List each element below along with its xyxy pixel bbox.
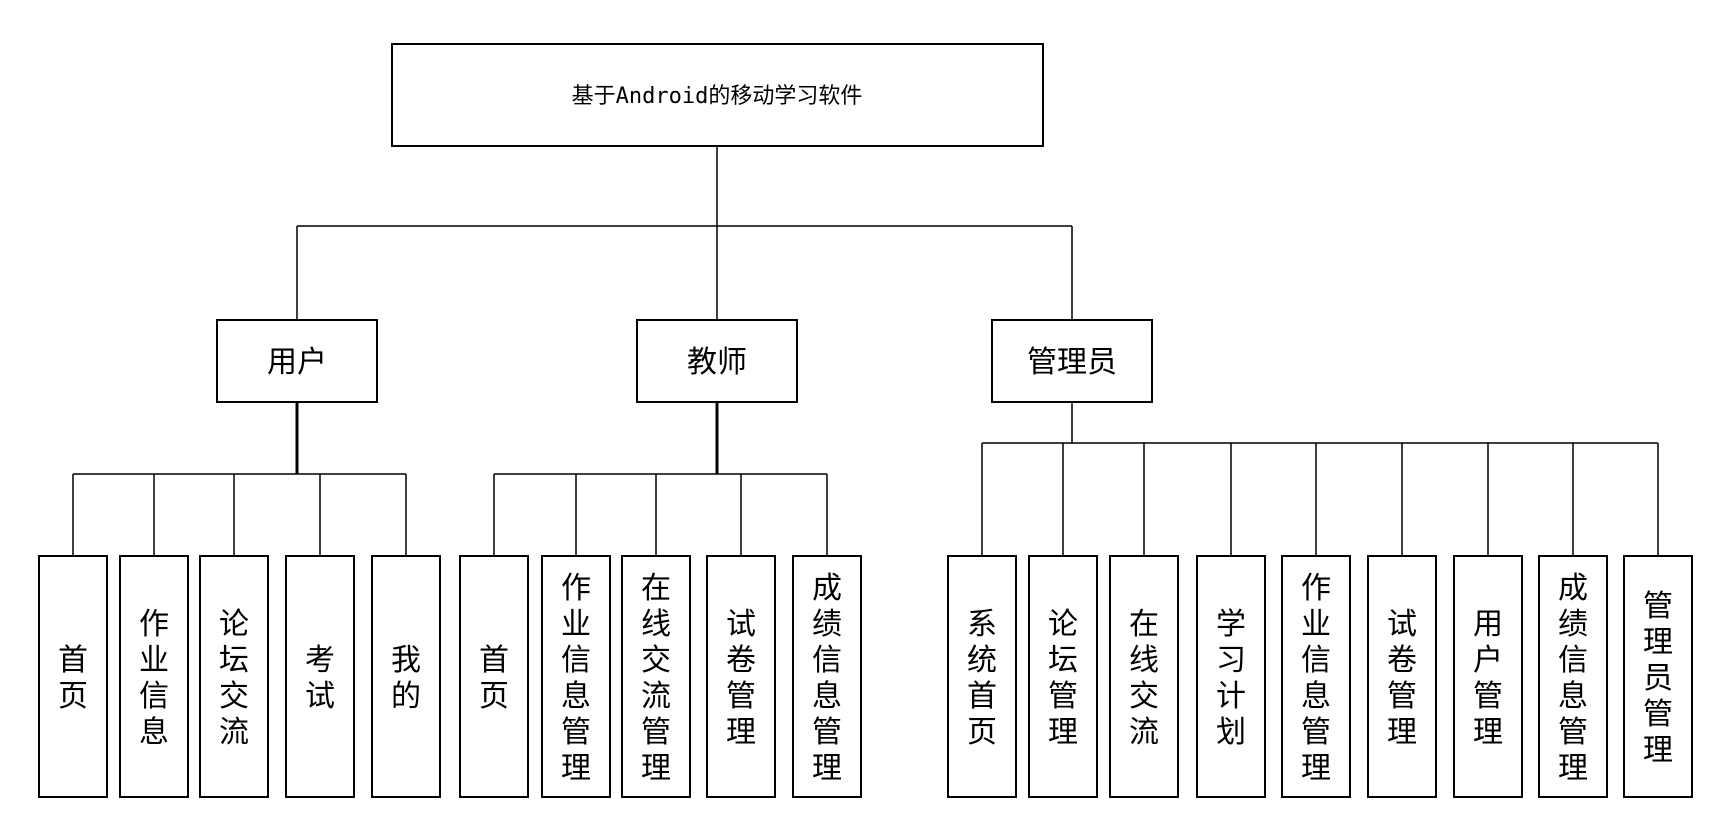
leaf-node-teacher-4: 成绩信息管理 (792, 555, 862, 798)
leaf-node-teacher-2: 在线交流管理 (621, 555, 691, 798)
leaf-node-box (199, 555, 269, 798)
connector-lines (72, 146, 1659, 556)
leaf-node-label: 成绩信息管理 (812, 571, 842, 786)
leaf-node-box (947, 555, 1017, 798)
group-node-user-box (216, 319, 378, 403)
leaf-node-admin-6: 用户管理 (1453, 555, 1523, 798)
leaf-node-admin-5: 试卷管理 (1367, 555, 1437, 798)
leaf-node-label: 系统首页 (967, 607, 997, 750)
leaf-node-admin-4: 作业信息管理 (1281, 555, 1351, 798)
group-node-teacher: 教师 (636, 319, 798, 403)
leaf-node-label: 在线交流 (1129, 607, 1159, 750)
leaf-node-user-3: 考试 (285, 555, 355, 798)
leaf-node-box (1109, 555, 1179, 798)
leaf-node-admin-2: 在线交流 (1109, 555, 1179, 798)
leaf-node-teacher-3: 试卷管理 (706, 555, 776, 798)
leaf-node-box (371, 555, 441, 798)
leaf-node-label: 首页 (58, 643, 88, 714)
group-node-user-label: 用户 (267, 345, 327, 380)
leaf-node-label: 试卷管理 (1387, 607, 1417, 750)
leaf-node-label: 作业信息管理 (1301, 571, 1331, 786)
leaf-node-box (1367, 555, 1437, 798)
leaf-node-user-1: 作业信息 (119, 555, 189, 798)
leaf-node-label: 学习计划 (1216, 607, 1246, 750)
leaf-node-box (1538, 555, 1608, 798)
leaf-node-admin-7: 成绩信息管理 (1538, 555, 1608, 798)
leaf-node-label: 试卷管理 (726, 607, 756, 750)
leaf-nodes: 首页作业信息论坛交流考试我的首页作业信息管理在线交流管理试卷管理成绩信息管理系统… (38, 555, 1693, 798)
leaf-node-admin-3: 学习计划 (1196, 555, 1266, 798)
leaf-node-box (1028, 555, 1098, 798)
leaf-node-box (38, 555, 108, 798)
root-node-box (391, 43, 1044, 147)
leaf-node-box (792, 555, 862, 798)
leaf-node-label: 首页 (479, 643, 509, 714)
leaf-node-label: 论坛交流 (219, 607, 249, 750)
leaf-node-user-2: 论坛交流 (199, 555, 269, 798)
leaf-node-admin-0: 系统首页 (947, 555, 1017, 798)
leaf-node-box (1623, 555, 1693, 798)
leaf-node-teacher-0: 首页 (459, 555, 529, 798)
leaf-node-label: 成绩信息管理 (1558, 571, 1588, 786)
leaf-node-label: 作业信息管理 (561, 571, 591, 786)
root-node: 基于Android的移动学习软件 (391, 43, 1044, 147)
leaf-node-user-0: 首页 (38, 555, 108, 798)
leaf-node-box (1196, 555, 1266, 798)
leaf-node-box (1281, 555, 1351, 798)
leaf-node-box (459, 555, 529, 798)
leaf-node-label: 我的 (391, 643, 421, 714)
group-node-admin-box (991, 319, 1153, 403)
root-node-label: 基于Android的移动学习软件 (572, 84, 863, 109)
leaf-node-teacher-1: 作业信息管理 (541, 555, 611, 798)
leaf-node-label: 论坛管理 (1048, 607, 1078, 750)
leaf-node-label: 作业信息 (139, 607, 169, 750)
leaf-node-admin-1: 论坛管理 (1028, 555, 1098, 798)
leaf-node-box (541, 555, 611, 798)
group-node-user: 用户 (216, 319, 378, 403)
leaf-node-label: 用户管理 (1473, 607, 1503, 750)
leaf-node-label: 在线交流管理 (641, 571, 671, 786)
leaf-node-box (706, 555, 776, 798)
leaf-node-box (285, 555, 355, 798)
leaf-node-user-4: 我的 (371, 555, 441, 798)
leaf-node-label: 管理员管理 (1643, 589, 1673, 768)
leaf-node-box (1453, 555, 1523, 798)
leaf-node-admin-8: 管理员管理 (1623, 555, 1693, 798)
leaf-node-box (119, 555, 189, 798)
leaf-node-box (621, 555, 691, 798)
group-node-admin: 管理员 (991, 319, 1153, 403)
group-node-admin-label: 管理员 (1027, 345, 1117, 380)
leaf-node-label: 考试 (305, 643, 335, 714)
group-node-teacher-box (636, 319, 798, 403)
group-node-teacher-label: 教师 (687, 345, 747, 380)
